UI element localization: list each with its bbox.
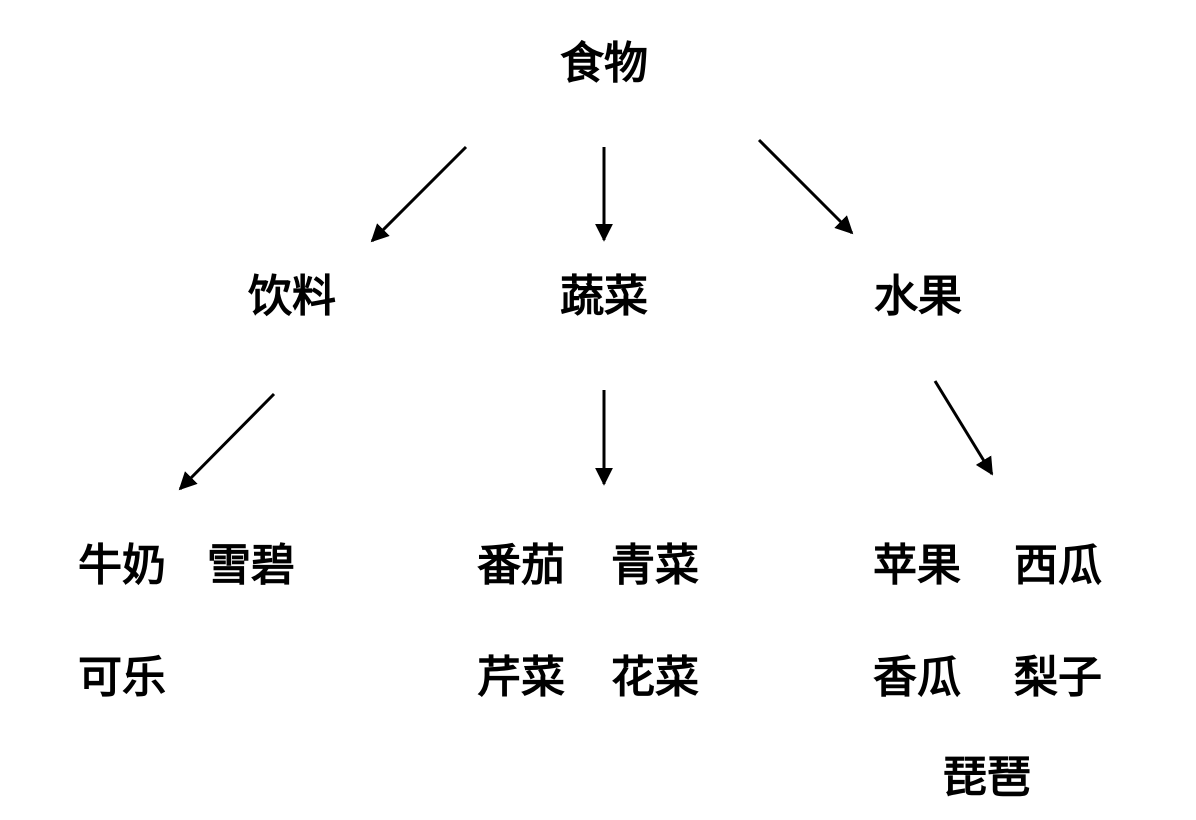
leaf-item: 可乐 [78, 652, 166, 703]
arrow-root-to-drinks [370, 145, 468, 243]
root-node-label: 食物 [560, 38, 648, 89]
leaf-item: 花菜 [611, 652, 699, 703]
leaf-item: 香瓜 [873, 652, 961, 703]
leaf-item: 牛奶 [78, 540, 166, 591]
leaf-item: 雪碧 [207, 540, 295, 591]
arrow-root-to-fruits [757, 138, 854, 235]
arrow-drinks-to-items [178, 392, 276, 491]
category-fruits-label: 水果 [874, 271, 962, 322]
category-vegetables-label: 蔬菜 [560, 271, 648, 322]
leaf-item: 琵琶 [943, 752, 1031, 803]
leaf-item: 梨子 [1014, 652, 1102, 703]
leaf-item: 番茄 [477, 540, 565, 591]
arrow-fruits-to-items [933, 380, 994, 476]
leaf-item: 西瓜 [1014, 540, 1102, 591]
leaf-item: 苹果 [873, 540, 961, 591]
leaf-item: 青菜 [611, 540, 699, 591]
leaf-item: 芹菜 [477, 652, 565, 703]
category-drinks-label: 饮料 [248, 271, 336, 322]
